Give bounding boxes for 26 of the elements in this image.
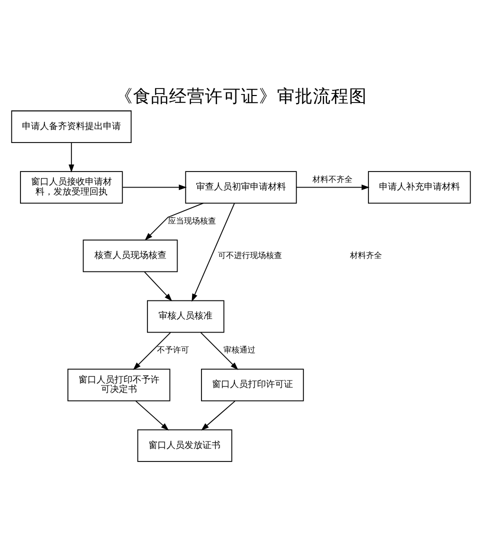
arrow (296, 184, 370, 190)
arrow (122, 184, 187, 190)
node-box: 审核人员核准 (146, 300, 224, 332)
edge-label: 应当现场核查 (168, 216, 216, 226)
arrow (68, 142, 74, 172)
arrow (201, 400, 236, 430)
edge-label: 不予许可 (156, 345, 189, 354)
node-box: 审查人员初审申请材料 (185, 170, 297, 204)
edge-label: 审核通过 (224, 345, 256, 354)
node-box: 窗口人员打印不予许可决定书 (67, 368, 170, 401)
node-box: 申请人补充申请材料 (368, 170, 471, 204)
arrow (135, 400, 169, 430)
node-box: 申请人备齐资料提出申请 (11, 110, 132, 142)
arrow (192, 202, 235, 302)
arrow (200, 332, 238, 370)
edge-label: 材料不齐全 (312, 174, 352, 184)
node-box: 窗口人员接收申请材料，发放受理回执 (20, 170, 123, 204)
arrow (133, 332, 171, 370)
node-box: 窗口人员打印许可证 (201, 368, 304, 401)
node-box: 窗口人员发放证书 (137, 428, 232, 462)
arrow (144, 270, 172, 301)
label: 材料齐全 (350, 250, 382, 260)
diagram-title: 《食品经营许可证》审批流程图 (115, 86, 367, 107)
node-box: 核查人员现场核查 (82, 239, 178, 272)
edge-label: 可不进行现场核查 (218, 250, 282, 260)
arrow (144, 202, 204, 240)
